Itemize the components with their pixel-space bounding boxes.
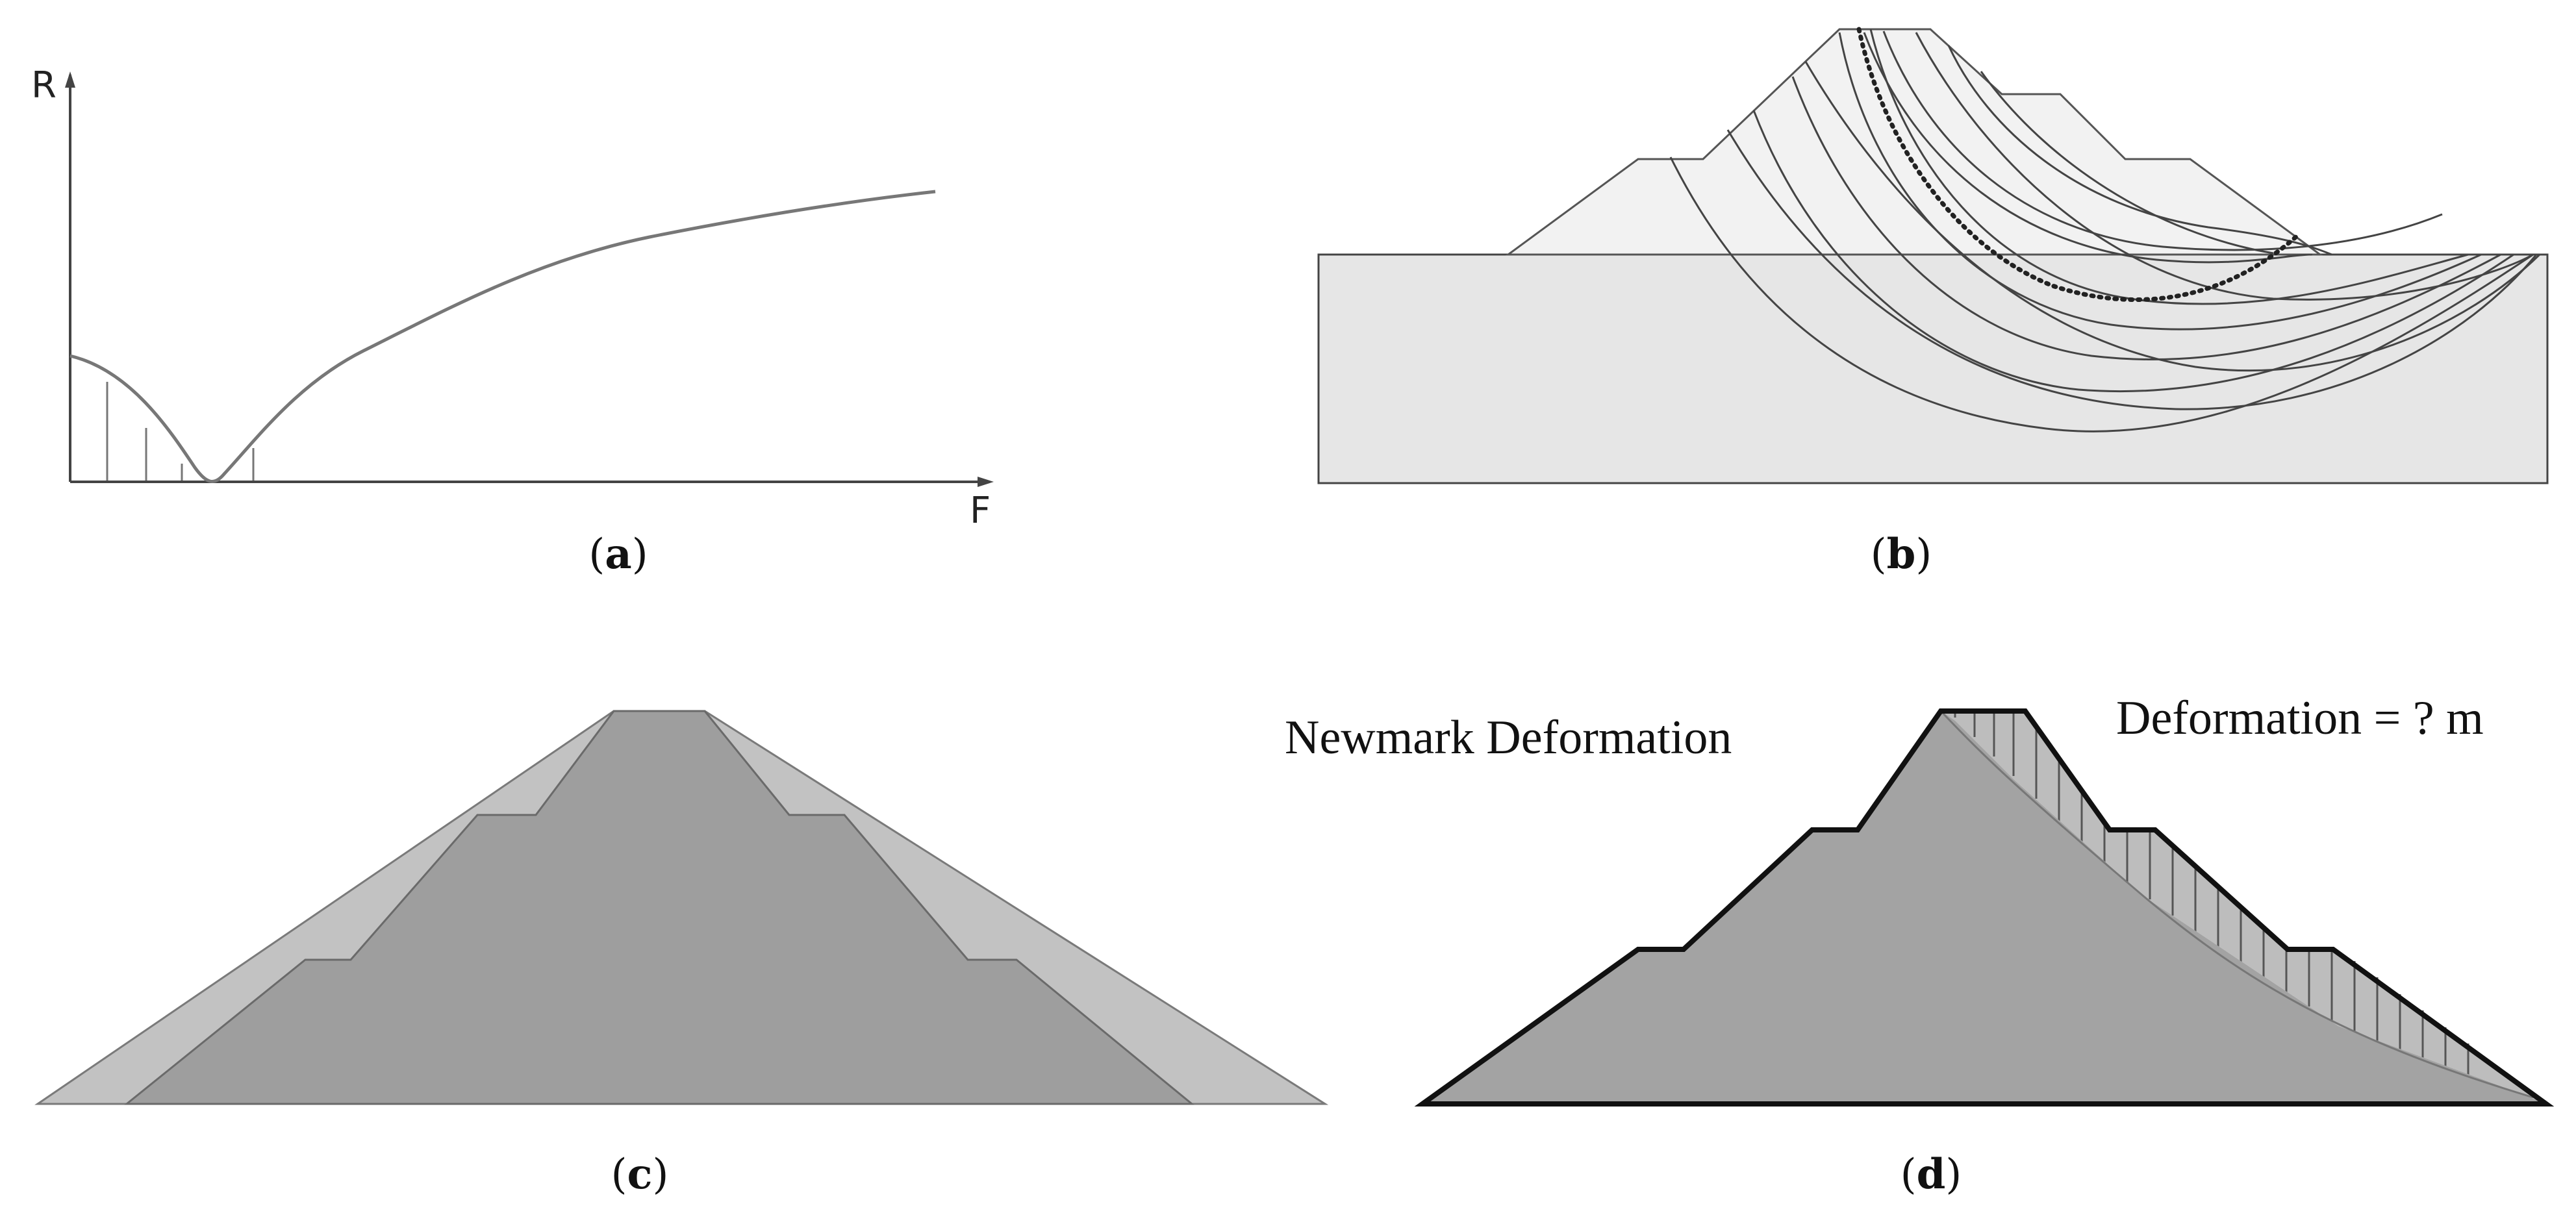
panel-d-deformation-label: Deformation = ? m: [2116, 692, 2484, 745]
panel-d-caption: (d): [1900, 1150, 1962, 1199]
panel-a-y-arrow-icon: [65, 71, 75, 88]
panel-b-caption: (b): [1871, 530, 1932, 579]
panel-d-slip-surface: [1939, 710, 2534, 1099]
panel-a-curve: [69, 190, 936, 483]
panel-d-hatch-lines: [1954, 711, 2469, 1088]
panel-a-hatch-lines: [106, 382, 255, 482]
panel-c-caption: (c): [611, 1150, 669, 1199]
panel-a-x-arrow-icon: [978, 477, 994, 487]
panel-a-caption: (a): [588, 530, 648, 579]
panel-a-y-axis-label: R: [31, 64, 57, 106]
panel-d-dam-outline: [1414, 708, 2555, 1107]
panel-d-newmark-label: Newmark Deformation: [1285, 711, 1732, 764]
panel-b-foundation: [1317, 253, 2549, 484]
panel-b: (b): [1317, 27, 2549, 579]
panel-d: Newmark Deformation Deformation = ? m (d…: [1285, 692, 2555, 1199]
panel-b-critical-slip-surface: [1856, 27, 2302, 302]
panel-a-x-axis-label: F: [970, 490, 991, 532]
panel-d-stable-body: [1422, 711, 2546, 1104]
panel-a: R F (a): [31, 64, 994, 579]
panel-c: (c): [34, 710, 1329, 1199]
panel-c-core: [123, 710, 1195, 1105]
